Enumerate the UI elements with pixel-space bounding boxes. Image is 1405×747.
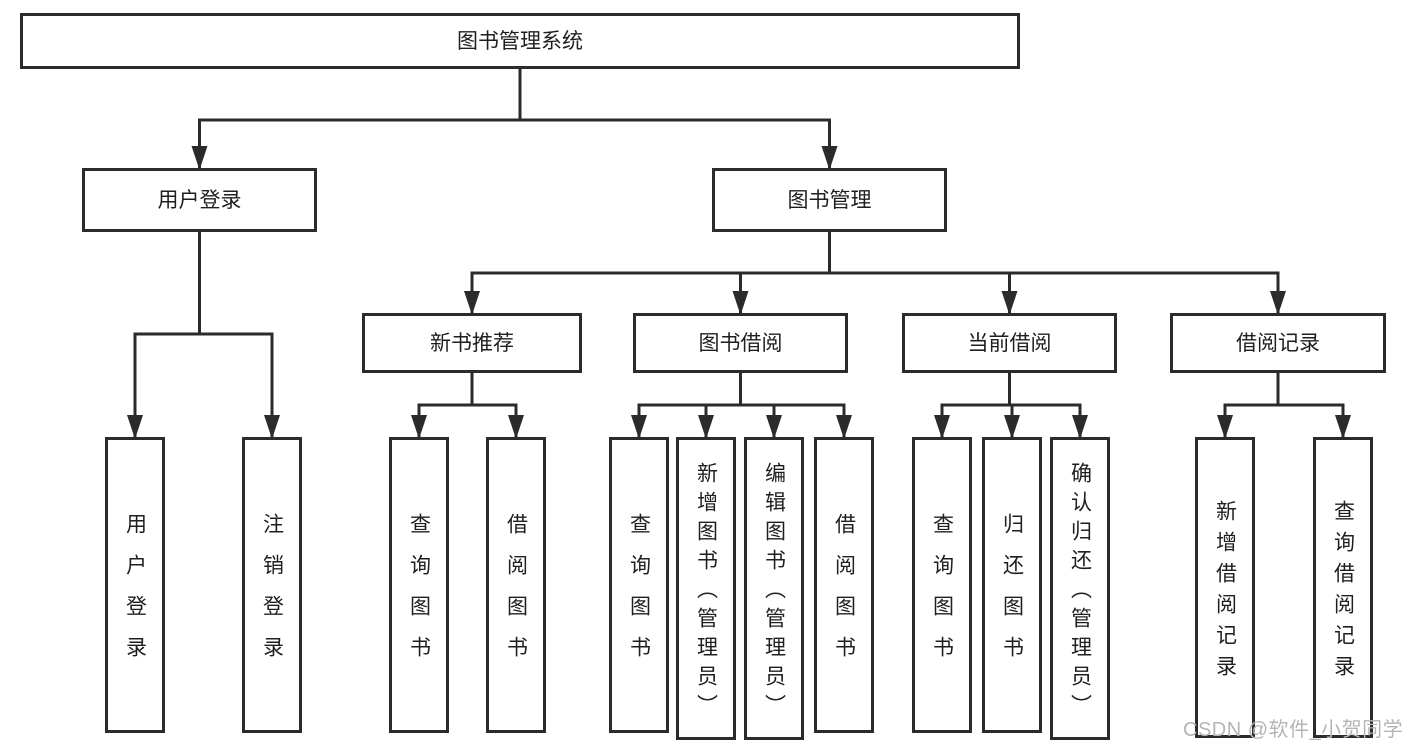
node-label: 图书管理 (787, 188, 872, 212)
node-label: 新增图书（管理员） (694, 462, 718, 723)
arrowhead-icon (127, 415, 143, 439)
node-leaf-logout: 注销登录 (242, 437, 302, 733)
node-leaf-add-book-admin: 新增图书（管理员） (676, 437, 736, 740)
arrowhead-icon (1217, 415, 1233, 439)
arrowhead-icon (1001, 291, 1018, 315)
node-label: 注销登录 (260, 513, 284, 677)
node-label: 图书借阅 (698, 331, 783, 355)
node-label: 新书推荐 (430, 331, 514, 355)
node-user-login-module: 用户登录 (82, 168, 317, 232)
node-label: 查询图书 (930, 513, 954, 677)
watermark: CSDN @软件_小贺同学 (1183, 719, 1404, 741)
arrowhead-icon (821, 146, 838, 170)
arrowhead-icon (1270, 291, 1286, 315)
node-label: 查询图书 (407, 513, 431, 677)
arrowhead-icon (934, 415, 950, 439)
node-label: 编辑图书（管理员） (762, 462, 786, 723)
node-label: 用户登录 (157, 188, 242, 212)
arrowhead-icon (264, 415, 280, 439)
node-label: 归还图书 (1000, 513, 1024, 677)
node-borrow-records: 借阅记录 (1170, 313, 1386, 373)
arrowhead-icon (1004, 415, 1020, 439)
node-label: 确认归还（管理员） (1068, 462, 1092, 723)
arrowhead-icon (191, 146, 208, 170)
arrowhead-icon (508, 415, 524, 439)
node-leaf-add-borrow-record: 新增借阅记录 (1195, 437, 1255, 738)
node-leaf-user-login: 用户登录 (105, 437, 165, 733)
node-leaf-borrow-book: 借阅图书 (486, 437, 546, 733)
node-label: 新增借阅记录 (1213, 499, 1237, 686)
node-label: 借阅记录 (1236, 331, 1320, 355)
node-leaf-query-book: 查询图书 (609, 437, 669, 733)
node-book-borrow: 图书借阅 (633, 313, 848, 373)
node-label: 借阅图书 (832, 513, 856, 677)
node-label: 图书管理系统 (457, 29, 583, 53)
arrowhead-icon (631, 415, 647, 439)
node-leaf-borrow-book: 借阅图书 (814, 437, 874, 733)
node-leaf-confirm-return-admin: 确认归还（管理员） (1050, 437, 1110, 740)
arrowhead-icon (411, 415, 427, 439)
arrowhead-icon (732, 291, 749, 315)
node-book-management-module: 图书管理 (712, 168, 947, 232)
arrowhead-icon (1335, 415, 1351, 439)
node-leaf-query-book: 查询图书 (389, 437, 449, 733)
arrowhead-icon (836, 415, 852, 439)
arrowhead-icon (698, 415, 714, 439)
node-label: 用户登录 (123, 513, 147, 677)
node-leaf-query-borrow-record: 查询借阅记录 (1313, 437, 1373, 738)
node-label: 当前借阅 (967, 331, 1052, 355)
arrowhead-icon (1072, 415, 1088, 439)
node-current-borrow: 当前借阅 (902, 313, 1117, 373)
node-label: 查询图书 (627, 513, 651, 677)
node-leaf-return-book: 归还图书 (982, 437, 1042, 733)
node-leaf-query-book: 查询图书 (912, 437, 972, 733)
node-new-book-recommend: 新书推荐 (362, 313, 582, 373)
node-label: 查询借阅记录 (1331, 499, 1355, 686)
node-system-root: 图书管理系统 (20, 13, 1020, 69)
arrowhead-icon (766, 415, 782, 439)
node-leaf-edit-book-admin: 编辑图书（管理员） (744, 437, 804, 740)
node-label: 借阅图书 (504, 513, 528, 677)
arrowhead-icon (464, 291, 480, 315)
